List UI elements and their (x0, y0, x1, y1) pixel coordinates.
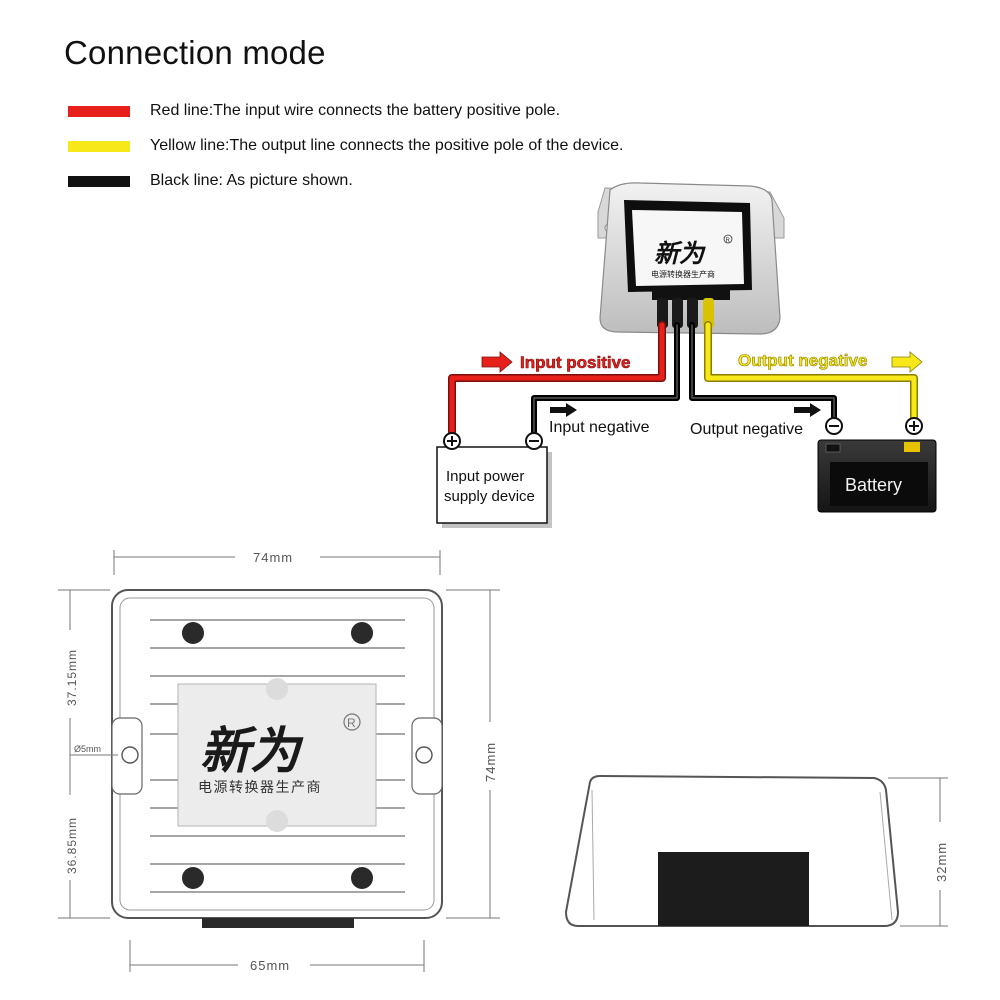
legend-yellow: Yellow line:The output line connects the… (68, 133, 624, 159)
dim-right-height (446, 589, 500, 919)
side-connector-block (658, 852, 809, 926)
module-subtitle: 电源转换器生产商 (651, 269, 715, 279)
dim-top-width-label: 74mm (253, 550, 293, 565)
legend-yellow-swatch (68, 140, 130, 152)
black-wire-input-highlight (533, 324, 678, 433)
dim-left-upper-label: 37.15mm (65, 649, 79, 706)
legend-red-text: Red line:The input wire connects the bat… (150, 102, 561, 119)
mounting-hole (415, 746, 433, 764)
arrow-icon (891, 351, 923, 373)
screw-icon (351, 867, 373, 889)
dim-right-height-label: 74mm (483, 742, 498, 782)
legend-black: Black line: As picture shown. (68, 168, 353, 194)
mounting-hole (121, 746, 139, 764)
drawing-logo: 新为 (200, 723, 304, 779)
red-wire (449, 322, 665, 435)
module-registered-mark: R (726, 238, 731, 244)
module-label (177, 683, 377, 827)
side-view-drawing: 32mm (564, 774, 949, 927)
legend-black-swatch (68, 175, 130, 187)
output-negative-label: Output negative (690, 421, 803, 438)
output-negative-top-label: Output negative (738, 351, 867, 370)
drawing-subtitle: 电源转换器生产商 (198, 779, 322, 795)
side-view-outline (564, 774, 900, 927)
page-title: Connection mode (64, 34, 326, 71)
battery: Battery (817, 417, 937, 513)
input-negative-label: Input negative (549, 419, 650, 436)
dim-side-height (888, 777, 948, 927)
dim-left-vertical (58, 589, 118, 919)
converter-module: 新为 电源转换器生产商 R (597, 182, 785, 335)
wires (448, 321, 918, 436)
module-logo: 新为 (654, 240, 706, 268)
yellow-wire (705, 322, 917, 421)
connector-strip (202, 918, 354, 928)
wire-labels: Input positive Output negative Input neg… (481, 351, 923, 438)
black-wire-output (689, 322, 837, 421)
arrow-icon (550, 403, 577, 417)
input-power-supply-device: Input power supply device (436, 432, 552, 528)
black-wire-output-highlight (691, 324, 835, 419)
dim-hole-label: Ø5mm (74, 744, 101, 754)
dim-bottom-width (129, 940, 425, 972)
arrow-icon (481, 351, 513, 373)
arrow-icon (794, 403, 821, 417)
top-view-drawing: 74mm 新为 R (58, 550, 500, 973)
screw-icon (182, 622, 204, 644)
legend-black-text: Black line: As picture shown. (150, 172, 353, 189)
dim-left-lower-label: 36.85mm (65, 817, 79, 874)
drawing-registered-mark: R (347, 716, 356, 730)
legend-red: Red line:The input wire connects the bat… (68, 98, 560, 124)
legend-yellow-text: Yellow line:The output line connects the… (150, 137, 624, 154)
dim-side-height-label: 32mm (934, 842, 949, 882)
screw-icon (182, 867, 204, 889)
input-device-label-line2: supply device (444, 488, 535, 505)
input-device-label-line1: Input power (446, 468, 524, 485)
battery-label: Battery (845, 475, 902, 495)
screw-icon (351, 622, 373, 644)
dim-bottom-width-label: 65mm (250, 958, 290, 973)
legend-red-swatch (68, 105, 130, 117)
input-positive-label: Input positive (520, 353, 631, 372)
dim-top-width (113, 550, 441, 575)
